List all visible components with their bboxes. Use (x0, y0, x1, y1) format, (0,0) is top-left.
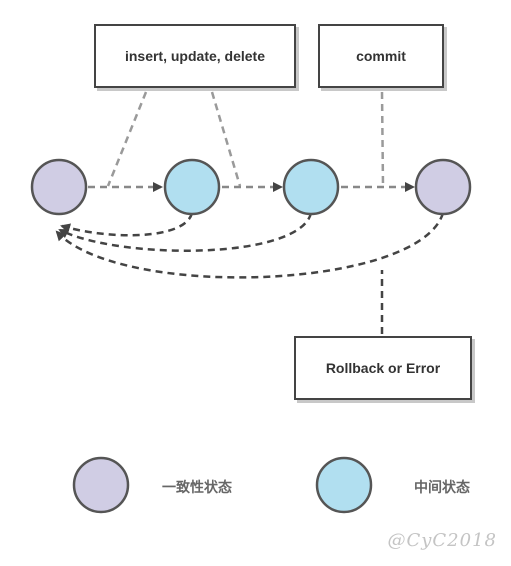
legend-intermediate-swatch (315, 456, 373, 514)
commit-label: commit (356, 48, 406, 64)
legend-intermediate-label: 中间状态 (414, 480, 470, 496)
legend-consistent-label: 一致性状态 (162, 480, 232, 496)
rollback-curve-from-state4 (55, 212, 445, 279)
rollback-curve-from-state2 (60, 212, 194, 237)
commit-connector (380, 91, 385, 187)
state-intermediate-1 (163, 158, 221, 216)
ops-connector-right (210, 91, 242, 187)
state-consistent-start (30, 158, 88, 216)
operations-label: insert, update, delete (124, 48, 266, 64)
rollback-label: Rollback or Error (325, 360, 441, 376)
commit-box: commit (318, 24, 444, 88)
rollback-box: Rollback or Error (294, 336, 472, 400)
watermark: @CyC2018 (387, 530, 497, 551)
ops-connector-left (106, 91, 148, 187)
state-consistent-end (414, 158, 472, 216)
rollback-curve-from-state3 (58, 212, 313, 252)
legend-consistent-swatch (72, 456, 130, 514)
operations-box: insert, update, delete (94, 24, 296, 88)
state-intermediate-2 (282, 158, 340, 216)
